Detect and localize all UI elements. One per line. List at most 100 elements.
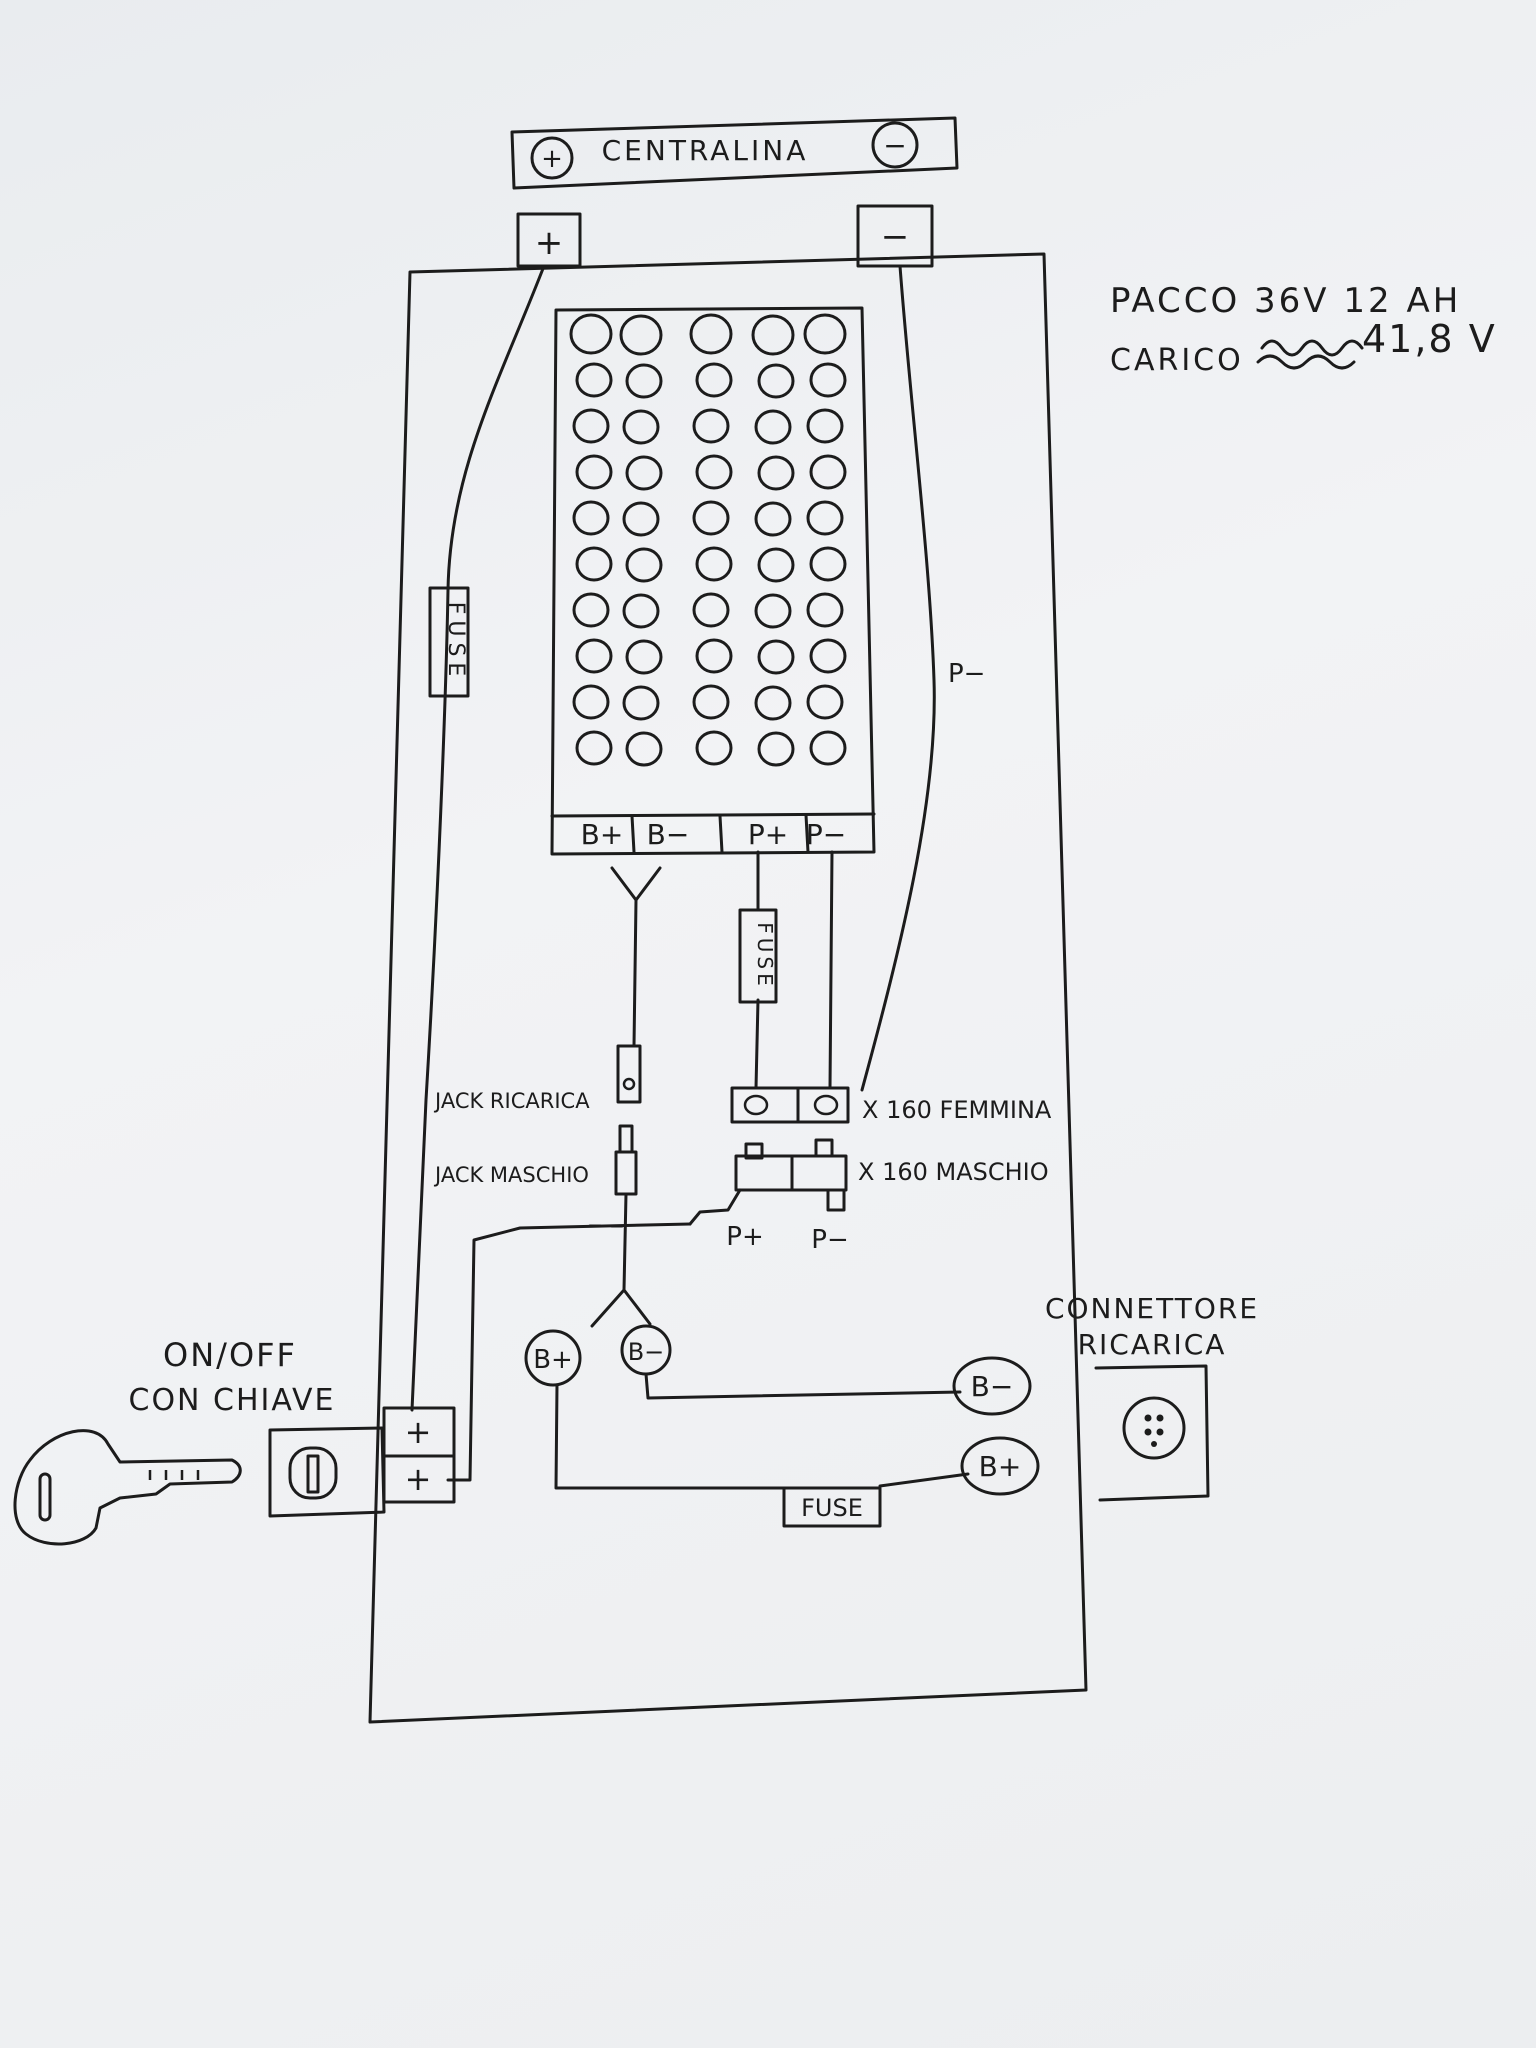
battery-cell [754,685,792,721]
terminal-minus-label: − [881,217,910,257]
charge-port-icon [1122,1396,1186,1460]
jack-pin-icon [622,1077,636,1091]
battery-cell [803,313,847,355]
p-minus-bottom-label: P− [811,1225,848,1255]
wire-b-minus [644,1372,962,1400]
battery-cell [757,731,795,767]
port-pin-icon [1144,1414,1152,1422]
battery-cell [575,546,613,582]
wire-p-minus-bms [828,850,834,1090]
battery-cell [754,501,792,537]
pack-spec: PACCO 36V 12 AH [1110,281,1461,321]
fuse-left-label: FUSE [443,602,468,683]
battery-cell [757,547,795,583]
battery-cell [625,639,663,675]
battery-cell [809,546,847,582]
battery-cell [692,592,730,628]
terminal-plus-label: + [535,223,564,263]
battery-cell [625,455,663,491]
wire-p-plus [754,850,760,1090]
xt60-female-label: X 160 FEMMINA [862,1096,1052,1124]
bms-p-minus: P− [806,818,846,851]
terminal-minus-box [856,204,934,268]
jack-male-label: JACK MASCHIO [433,1163,589,1187]
pack-notes: PACCO 36V 12 AH CARICO 41,8 V [1110,281,1495,378]
battery-cell [572,408,610,444]
battery-cell [622,593,660,629]
port-pin-icon [1156,1414,1164,1422]
fuse-left: FUSE [428,586,470,698]
key-icon [13,1429,242,1546]
battery-cell [695,638,733,674]
controller-minus-icon [871,121,919,169]
switch-title-2: CON CHIAVE [129,1383,336,1418]
cell-grid [569,313,847,767]
wire-b-plus [554,1383,970,1490]
battery-cell [757,455,795,491]
key-teeth-icon [148,1470,200,1480]
charge-prefix: CARICO [1110,343,1244,378]
battery-cell [695,546,733,582]
cell-block: B+ B− P+ P− [550,306,876,856]
controller-plus-icon [530,136,574,180]
wire-jack-split [590,1192,652,1328]
battery-cell [806,500,844,536]
battery-cell [572,684,610,720]
fuse-bottom: FUSE [782,1486,882,1528]
battery-cell [575,730,613,766]
terminal-plus-box [516,212,582,268]
fuse-bottom-label: FUSE [801,1494,863,1522]
controller-minus-label: − [883,129,906,162]
battery-cell [625,731,663,767]
battery-cell [809,362,847,398]
b-plus-right-node: B+ [960,1436,1040,1496]
port-pin-icon [1144,1428,1152,1436]
battery-cell [695,730,733,766]
battery-cell [625,547,663,583]
b-plus-left-label: B+ [533,1345,573,1375]
battery-cell [806,684,844,720]
wire-p-minus [860,264,936,1092]
switch-plus-top: + [405,1413,432,1451]
jack-charge-female [616,1044,642,1104]
b-plus-left-node: B+ [524,1329,582,1387]
battery-cell [575,362,613,398]
xt60-male-label: X 160 MASCHIO [858,1158,1049,1186]
battery-cell [695,362,733,398]
switch-title-1: ON/OFF [163,1336,297,1374]
battery-cell [575,638,613,674]
p-minus-wire-label: P− [948,659,985,689]
battery-cell [689,313,733,355]
xt60-male: X 160 MASCHIO [734,1138,1049,1212]
b-plus-right-label: B+ [979,1450,1022,1483]
battery-cell [754,593,792,629]
b-minus-left-node: B− [620,1324,672,1376]
fuse-mid-label: FUSE [753,922,777,989]
controller-plus-label: + [541,144,563,174]
battery-cell [622,685,660,721]
battery-cell [575,454,613,490]
battery-cell [757,363,795,399]
controller-label: CENTRALINA [602,134,809,167]
battery-cell [569,313,613,355]
key-switch: ON/OFF CON CHIAVE + + [129,1336,456,1518]
controller-terminals: + − [516,204,934,268]
bms-b-plus: B+ [581,818,624,851]
xt60-female: X 160 FEMMINA [730,1086,1052,1124]
scribbled-out-value [1256,339,1364,370]
jack-male-body [614,1150,638,1196]
connector-title-2: RICARICA [1078,1328,1227,1361]
battery-cell [751,314,795,356]
battery-cell [572,500,610,536]
controller-box: + CENTRALINA − [510,116,959,190]
connector-title-1: CONNETTORE [1045,1292,1259,1325]
fuse-mid: FUSE [738,908,778,1004]
battery-enclosure [368,252,1088,1724]
p-plus-bottom-label: P+ [726,1222,763,1252]
port-pin-icon [1156,1428,1164,1436]
wire-to-switch [446,1222,692,1482]
charge-connector: CONNETTORE RICARICA [1045,1292,1259,1502]
switch-terminal-bottom [382,1454,456,1504]
battery-cell [692,408,730,444]
